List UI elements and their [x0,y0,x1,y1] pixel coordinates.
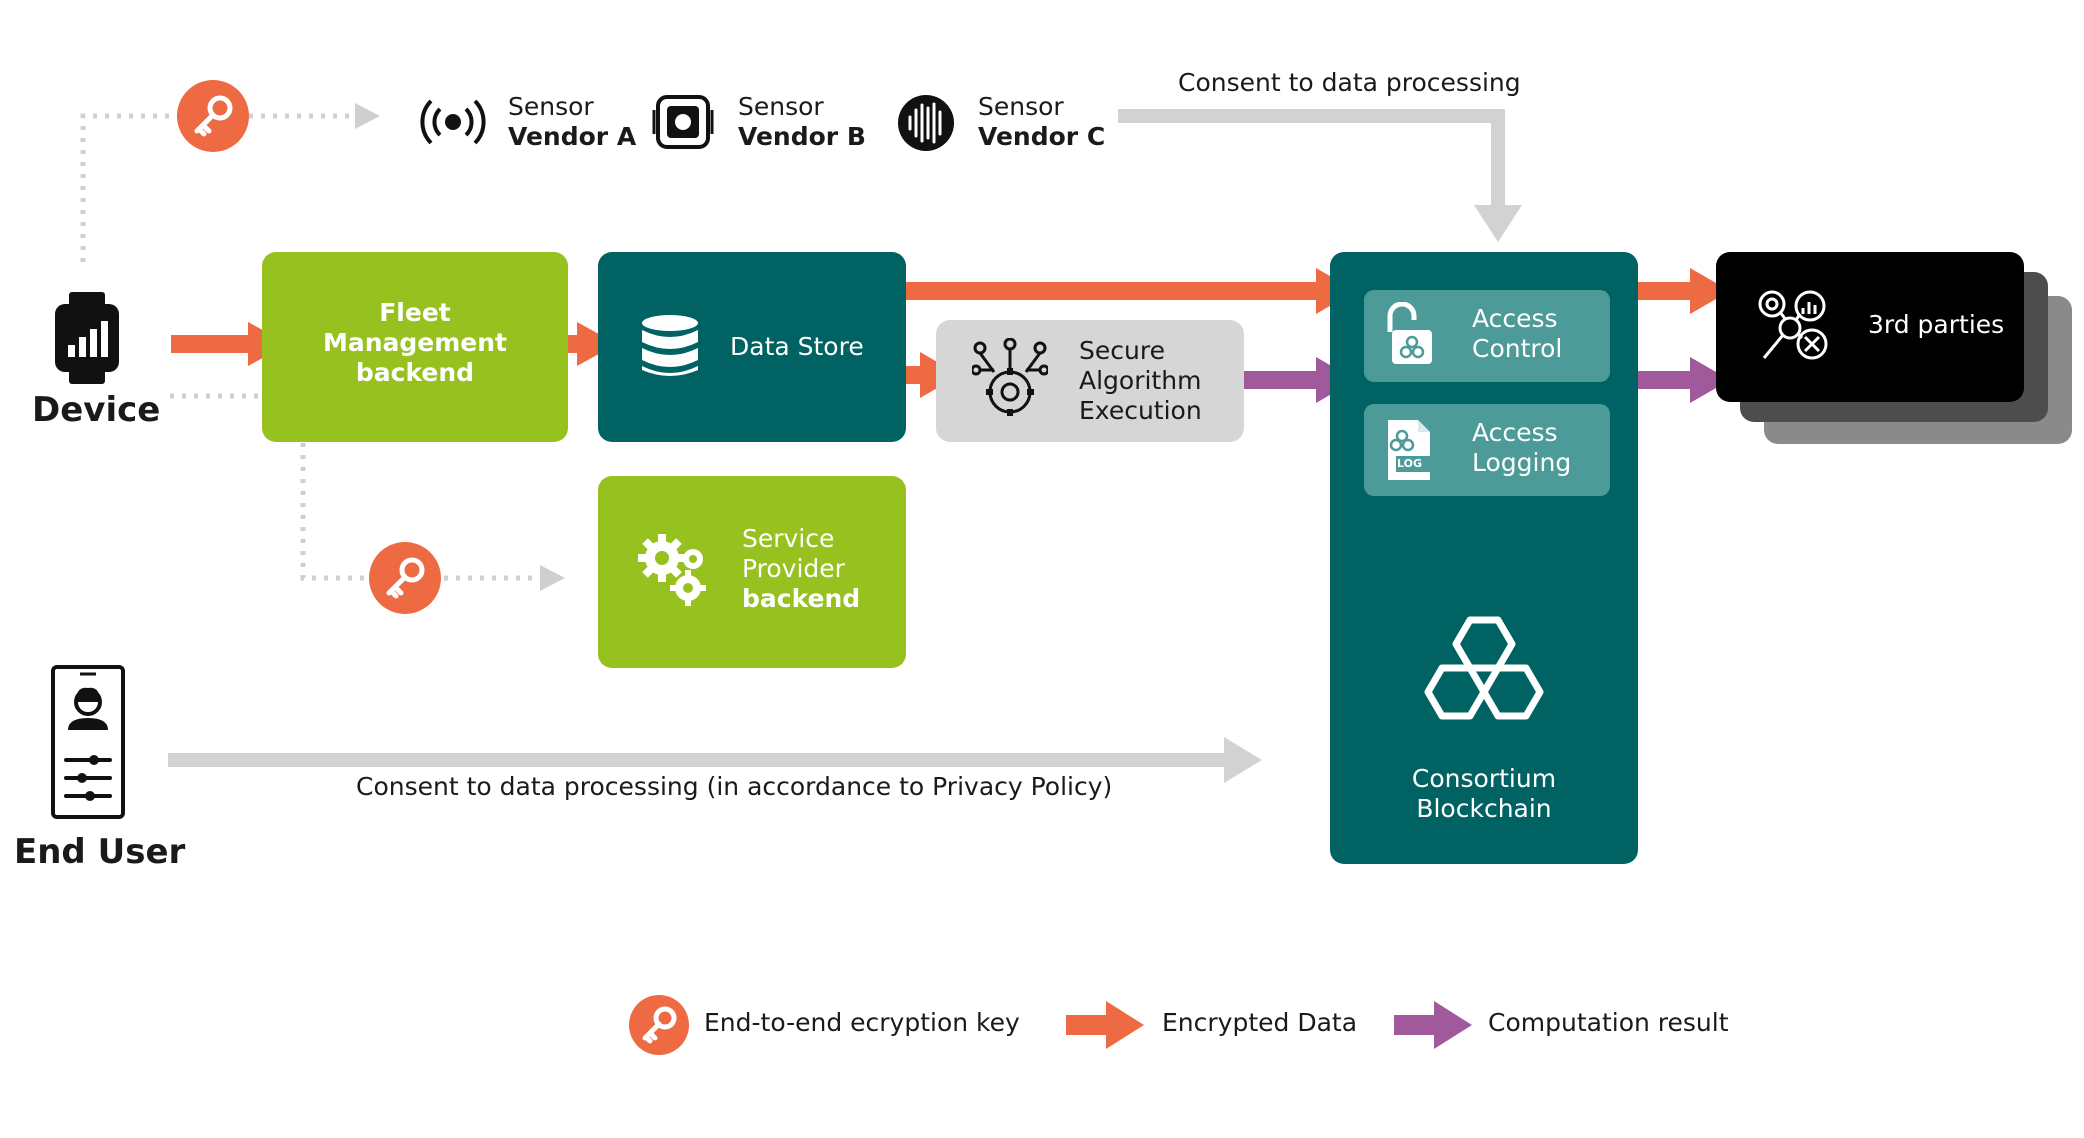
encrypted-arrow-device-fleet [171,322,288,366]
unlocked-padlock-icon [1380,301,1438,366]
device-to-sensors-dotted-path [80,113,355,262]
sensor-vendor-b: Sensor Vendor B [738,92,866,152]
fleet-line: backend [355,358,475,387]
computation-arrow-algorithm-consortium [1228,357,1356,403]
circuit-gear-icon [970,337,1050,420]
access-control-line: Access [1472,304,1558,333]
consent-top-line [1118,109,1505,212]
access-control: Access Control [1364,290,1610,382]
consent-top-label: Consent to data processing [1178,68,1521,97]
encrypted-arrow-store-algorithm [884,352,960,398]
secure-algorithm-execution: Secure Algorithm Execution [936,320,1244,442]
access-logging-line: Logging [1472,448,1572,477]
blockchain-line: Blockchain [1416,794,1552,823]
blockchain-line: Consortium [1411,764,1557,793]
legend-computation-label: Computation result [1488,1008,1729,1037]
encrypted-arrow-consortium-3rd [1628,268,1730,314]
smartphone-user-icon [50,664,126,820]
service-line: backend [742,584,861,613]
access-logging: LOG Access Logging [1364,404,1610,496]
legend-key-icon [628,994,690,1056]
access-logging-line: Access [1472,418,1558,447]
smartwatch-icon [52,290,122,386]
device-label: Device [32,390,161,430]
sensor-label: Sensor [508,92,594,121]
data-store: Data Store [598,252,906,442]
algorithm-line: Secure [1079,336,1165,365]
log-badge: LOG [1397,457,1422,470]
gears-icon [636,532,712,608]
key-icon [177,80,249,152]
legend-encrypted-label: Encrypted Data [1162,1008,1358,1037]
camera-sensor-icon [652,92,714,152]
orange-arrow-icon [1066,1001,1144,1049]
analytics-network-icon [1756,288,1836,368]
encrypted-arrow-store-consortium [884,268,1356,314]
vendor-label: Vendor A [508,122,637,151]
service-provider-backend: Service Provider backend [598,476,906,668]
consortium-blockchain-panel: Access Control LOG Access Logging [1330,252,1638,864]
database-icon [640,314,700,380]
consent-bottom-arrowhead [1224,737,1262,783]
vendor-label: Vendor B [738,122,866,151]
computation-arrow-consortium-3rd [1628,357,1730,403]
third-parties: 3rd parties [1716,252,2024,402]
access-control-line: Control [1472,334,1563,363]
sensor-vendor-a: Sensor Vendor A [508,92,636,152]
dotted-arrowhead [540,565,565,591]
consent-top-arrowhead [1474,205,1522,242]
log-file-icon: LOG [1384,418,1434,482]
vendor-label: Vendor C [978,122,1106,151]
service-line: Service [742,524,835,553]
purple-arrow-icon [1394,1001,1472,1049]
sensor-vendor-c: Sensor Vendor C [978,92,1105,152]
legend-key-label: End-to-end ecryption key [704,1008,1020,1037]
end-user-label: End User [14,832,186,872]
key-icon [369,542,441,614]
blockchain-hexagons-icon [1420,616,1548,734]
sensor-label: Sensor [738,92,824,121]
third-parties-label: 3rd parties [1868,310,2005,339]
dotted-arrowhead [355,103,380,129]
consent-bottom-label: Consent to data processing (in accordanc… [356,772,1113,801]
sound-wave-icon [895,92,957,154]
fleet-line: Management [322,328,508,357]
algorithm-line: Execution [1079,396,1202,425]
sensor-label: Sensor [978,92,1064,121]
service-line: Provider [742,554,845,583]
data-store-label: Data Store [730,332,864,361]
fleet-management-backend: Fleet Management backend [262,252,568,442]
encrypted-arrow-fleet-store [540,322,617,366]
radio-waves-icon [420,92,486,152]
fleet-line: Fleet [379,298,451,327]
algorithm-line: Algorithm [1079,366,1202,395]
